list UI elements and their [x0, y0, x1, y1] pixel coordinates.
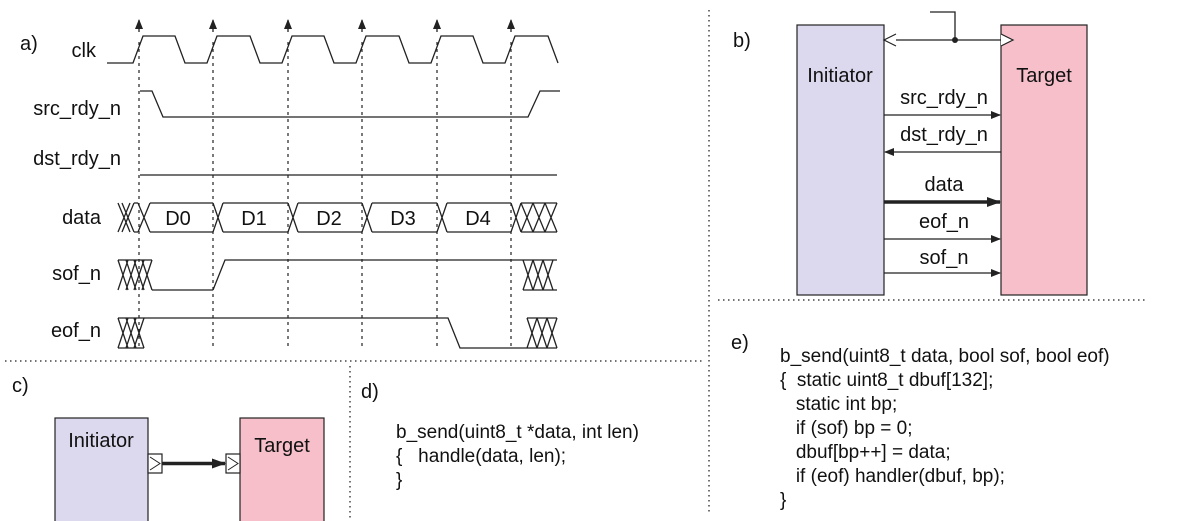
sof-n-waveform: [117, 259, 557, 291]
signal-label-src-rdy-n: src_rdy_n: [33, 98, 121, 120]
panel-label-c: c): [12, 375, 29, 397]
code-line: if (sof) bp = 0;: [780, 418, 913, 439]
eof-n-line: [144, 317, 515, 349]
data-bus-left-undefined: [117, 202, 151, 233]
signal-label-clk: clk: [72, 40, 97, 62]
wire-label-eof-n: eof_n: [919, 211, 969, 233]
code-line: b_send(uint8_t data, bool sof, bool eof): [780, 346, 1110, 367]
initiator-label-c: Initiator: [68, 430, 134, 452]
target-label-c: Target: [254, 435, 310, 457]
sof-n-line: [152, 259, 523, 291]
target-label: Target: [1016, 65, 1072, 87]
code-line: { static uint8_t dbuf[132];: [780, 370, 993, 391]
initiator-block: [796, 24, 885, 296]
block-diagram-c: c) Initiator Target: [12, 375, 325, 521]
target-port-icon: [225, 453, 241, 474]
sof-n-right-undefined: [522, 259, 557, 291]
data-word-d3: D3: [390, 208, 416, 230]
data-word-d1: D1: [241, 208, 267, 230]
src-rdy-n-waveform: [140, 90, 560, 118]
data-word-d0: D0: [165, 208, 191, 230]
signal-label-data: data: [62, 207, 102, 229]
data-word-d4: D4: [465, 208, 491, 230]
signal-label-sof-n: sof_n: [52, 263, 101, 285]
signal-label-eof-n: eof_n: [51, 320, 101, 342]
code-line: b_send(uint8_t *data, int len): [396, 422, 639, 443]
wire-label-sof-n: sof_n: [920, 247, 969, 269]
initiator-port-glyph: [149, 456, 161, 471]
eof-n-waveform: [117, 317, 558, 349]
panel-label-b: b): [733, 30, 751, 52]
data-bus-outline: [150, 202, 522, 233]
signal-label-dst-rdy-n: dst_rdy_n: [33, 148, 121, 170]
wire-label-data: data: [925, 174, 965, 196]
code-line: { handle(data, len);: [396, 446, 566, 467]
wire-label-dst-rdy-n: dst_rdy_n: [900, 124, 988, 146]
eof-n-right-undefined: [515, 317, 558, 349]
code-panel-d: d) b_send(uint8_t *data, int len) { hand…: [361, 381, 639, 491]
code-line: static int bp;: [780, 394, 897, 415]
block-diagram-b: b) Initiator Target src_rdy_n dst_rdy_n …: [733, 11, 1088, 296]
target-port-glyph: [227, 456, 239, 471]
code-line: dbuf[bp++] = data;: [780, 442, 951, 463]
data-bus-waveform: D0 D1 D2 D3 D4: [117, 202, 558, 233]
code-line: }: [780, 490, 786, 511]
clock-junction: [952, 37, 958, 43]
clock-edge-markers: [135, 19, 515, 350]
sof-n-left-undefined: [117, 259, 153, 291]
panel-label-e: e): [731, 332, 749, 354]
target-block-c: [239, 417, 325, 521]
code-line: }: [396, 470, 402, 491]
panel-label-a: a): [20, 33, 38, 55]
clock-net: [884, 11, 1001, 41]
panel-label-d: d): [361, 381, 379, 403]
clk-waveform: [107, 35, 559, 64]
eof-n-left-undefined: [117, 317, 145, 349]
data-word-d2: D2: [316, 208, 342, 230]
wire-label-src-rdy-n: src_rdy_n: [900, 87, 988, 109]
initiator-label: Initiator: [807, 65, 873, 87]
target-clock-port-icon: [1000, 33, 1015, 47]
data-bus-right-undefined: [520, 202, 558, 233]
code-line: if (eof) handler(dbuf, bp);: [780, 466, 1005, 487]
code-panel-e: e) b_send(uint8_t data, bool sof, bool e…: [731, 332, 1110, 511]
initiator-clock-port-icon: [882, 33, 897, 47]
target-block: [1000, 24, 1088, 296]
timing-diagram: a) clk src_rdy_n dst_rdy_n data sof_n eo…: [20, 19, 560, 350]
